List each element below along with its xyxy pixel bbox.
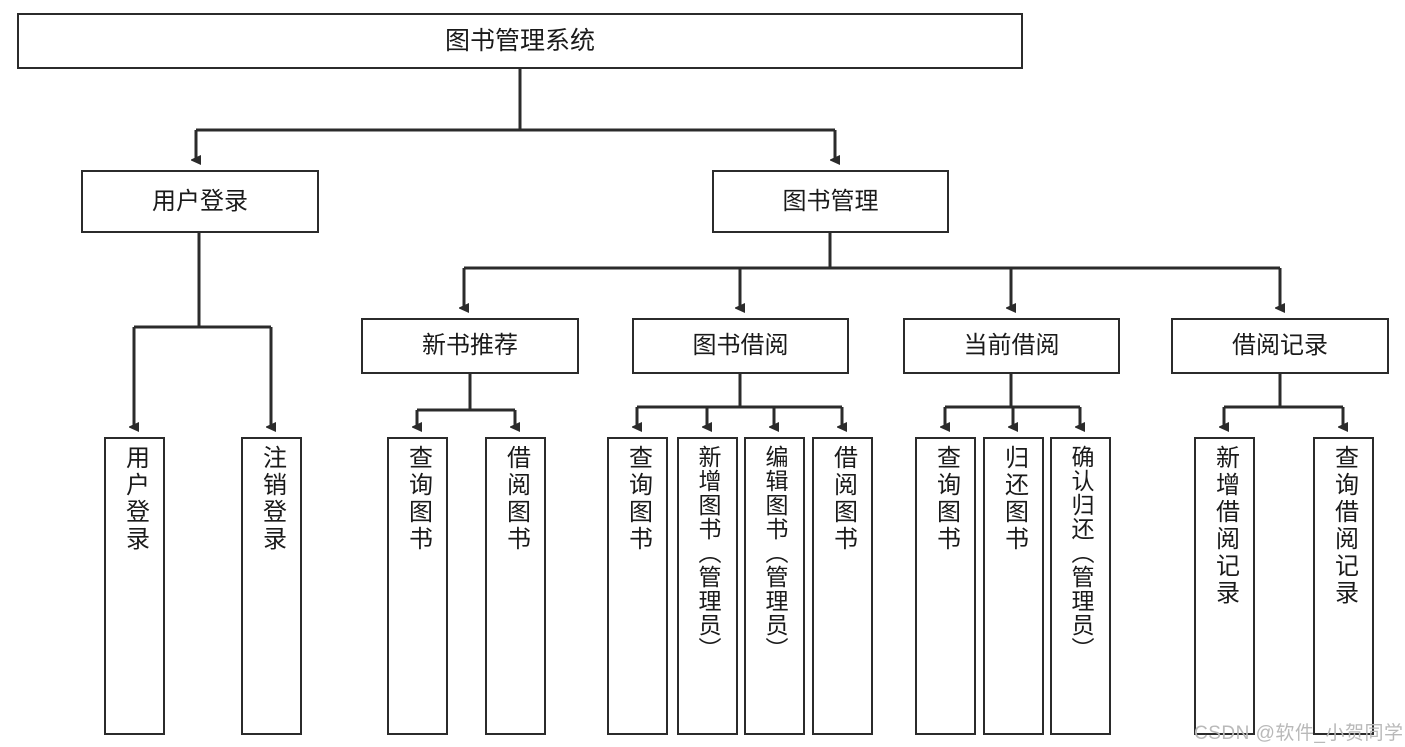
node-borrow-record[interactable]: 借阅记录 (1171, 318, 1389, 374)
node-user-login-label: 用户登录 (152, 187, 248, 215)
node-leaf-return-book[interactable]: 归还图书 (983, 437, 1044, 735)
node-leaf-user-login-label: 用户登录 (121, 445, 149, 553)
node-leaf-edit-book-admin-label: 编辑图书（管理员） (762, 445, 788, 661)
node-leaf-confirm-return-admin[interactable]: 确认归还（管理员） (1050, 437, 1111, 735)
node-leaf-query-borrow-record-label: 查询借阅记录 (1330, 445, 1358, 607)
node-leaf-query-book-borrow-label: 查询图书 (624, 445, 652, 553)
node-leaf-return-book-label: 归还图书 (1000, 445, 1028, 553)
node-book-borrow[interactable]: 图书借阅 (632, 318, 849, 374)
node-leaf-user-login[interactable]: 用户登录 (104, 437, 165, 735)
csdn-watermark: CSDN @软件_小贺同学 (1194, 723, 1404, 744)
node-leaf-query-book-recommend-label: 查询图书 (404, 445, 432, 553)
node-leaf-add-book-admin-label: 新增图书（管理员） (695, 445, 721, 661)
node-book-borrow-label: 图书借阅 (692, 332, 789, 359)
node-book-management-label: 图书管理 (782, 187, 879, 215)
node-new-book-recommend[interactable]: 新书推荐 (361, 318, 579, 374)
node-root-label: 图书管理系统 (444, 26, 595, 55)
node-current-borrow[interactable]: 当前借阅 (903, 318, 1120, 374)
node-leaf-confirm-return-admin-label: 确认归还（管理员） (1068, 445, 1094, 661)
node-current-borrow-label: 当前借阅 (963, 332, 1060, 359)
node-leaf-logout-label: 注销登录 (258, 445, 286, 553)
node-book-management[interactable]: 图书管理 (712, 170, 949, 233)
node-leaf-borrow-book-label: 借阅图书 (829, 445, 857, 553)
node-leaf-borrow-book-recommend-label: 借阅图书 (502, 445, 530, 553)
node-leaf-query-borrow-record[interactable]: 查询借阅记录 (1313, 437, 1374, 735)
node-root[interactable]: 图书管理系统 (17, 13, 1023, 69)
node-leaf-borrow-book-recommend[interactable]: 借阅图书 (485, 437, 546, 735)
node-leaf-logout[interactable]: 注销登录 (241, 437, 302, 735)
node-leaf-query-book-recommend[interactable]: 查询图书 (387, 437, 448, 735)
node-leaf-add-book-admin[interactable]: 新增图书（管理员） (677, 437, 738, 735)
node-new-book-recommend-label: 新书推荐 (422, 332, 518, 359)
node-leaf-query-book-borrow[interactable]: 查询图书 (607, 437, 668, 735)
node-leaf-edit-book-admin[interactable]: 编辑图书（管理员） (744, 437, 805, 735)
node-leaf-borrow-book[interactable]: 借阅图书 (812, 437, 873, 735)
node-borrow-record-label: 借阅记录 (1232, 332, 1328, 359)
node-leaf-add-borrow-record-label: 新增借阅记录 (1211, 445, 1239, 607)
node-leaf-query-book-current[interactable]: 查询图书 (915, 437, 976, 735)
node-leaf-add-borrow-record[interactable]: 新增借阅记录 (1194, 437, 1255, 735)
node-leaf-query-book-current-label: 查询图书 (932, 445, 960, 553)
node-user-login[interactable]: 用户登录 (81, 170, 319, 233)
